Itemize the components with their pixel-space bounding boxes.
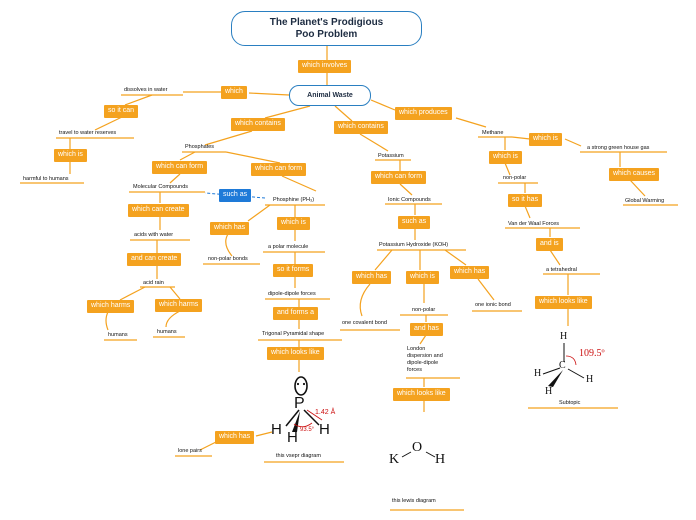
node-acids-with-water[interactable]: acids with water	[134, 232, 174, 238]
link-which-has-nonpolar[interactable]: which has	[210, 222, 250, 235]
node-non-polar-bonds[interactable]: non-polar bonds	[208, 256, 248, 262]
ch4-h-atom-bottom: H	[545, 386, 553, 397]
node-humans-2[interactable]: humans	[157, 329, 177, 335]
link-and-can-create[interactable]: and can create	[127, 253, 182, 266]
ph3-p-atom: P	[294, 395, 305, 412]
node-humans-1[interactable]: humans	[108, 332, 128, 338]
link-which-looks-like-tetrahedral[interactable]: which looks like	[535, 296, 592, 309]
node-a-polar-molecule[interactable]: a polar molecule	[268, 244, 309, 250]
node-this-lewis-diagram[interactable]: this lewis diagram	[392, 498, 436, 504]
node-lone-pairs[interactable]: lone pairs	[178, 448, 202, 454]
koh-k-atom: K	[389, 452, 400, 467]
link-which-looks-like-vsepr[interactable]: which looks like	[267, 347, 324, 360]
koh-h-atom: H	[435, 452, 446, 467]
link-which[interactable]: which	[221, 86, 247, 99]
link-which-harms-2[interactable]: which harms	[155, 299, 203, 312]
link-and-has[interactable]: and has	[410, 323, 443, 336]
link-which-harms-1[interactable]: which harms	[87, 300, 135, 313]
link-such-as-blue[interactable]: such as	[219, 189, 252, 202]
node-a-tetrahedral[interactable]: a tetrahedral	[546, 267, 577, 273]
node-trigonal-pyramidal-shape[interactable]: Trigonal Pyramidal shape	[262, 331, 325, 337]
ph3-vsepr-drawing	[285, 376, 323, 432]
link-which-contains-phosphates[interactable]: which contains	[231, 118, 285, 131]
link-which-causes[interactable]: which causes	[609, 168, 660, 181]
node-acid-rain[interactable]: acid rain	[143, 280, 164, 286]
link-which-can-create[interactable]: which can create	[128, 204, 189, 217]
link-so-it-can[interactable]: so it can	[104, 105, 139, 118]
link-which-is-nonpolar-koh[interactable]: which is	[406, 271, 439, 284]
central-topic[interactable]: Animal Waste	[289, 85, 371, 106]
link-which-is-harmful[interactable]: which is	[54, 149, 87, 162]
ph3-h-atom-front: H	[287, 429, 298, 446]
node-london-dispersion[interactable]: London dispersion and dipole-dipole forc…	[407, 346, 443, 373]
ch4-h-atom-left: H	[534, 368, 542, 379]
ch4-c-atom: C	[559, 360, 566, 371]
ph3-bond-length: 1.42 Å	[315, 409, 336, 416]
node-global-warming[interactable]: Global Warming	[625, 198, 665, 204]
ph3-h-atom-left: H	[271, 421, 282, 438]
ch4-tetrahedral-drawing	[542, 343, 585, 387]
link-which-is-nonpolar-methane[interactable]: which is	[489, 151, 522, 164]
node-harmful-to-humans[interactable]: harmful to humans	[23, 176, 69, 182]
node-subtopic[interactable]: Subtopic	[559, 400, 581, 406]
node-ionic-compounds[interactable]: Ionic Compounds	[388, 197, 431, 203]
link-and-forms-a[interactable]: and forms a	[273, 307, 318, 320]
node-travel-to-water-reserves[interactable]: travel to water reserves	[59, 130, 117, 136]
link-and-is[interactable]: and is	[536, 238, 563, 251]
ph3-bond-angle: 93.5°	[300, 427, 315, 433]
link-so-it-forms[interactable]: so it forms	[273, 264, 314, 277]
link-which-can-form-ionic[interactable]: which can form	[371, 171, 427, 184]
link-which-has-lone-pairs[interactable]: which has	[215, 431, 255, 444]
link-which-is-polar[interactable]: which is	[277, 217, 310, 230]
node-green-house-gas[interactable]: a strong green house gas	[587, 145, 650, 151]
link-which-can-form-molecular[interactable]: which can form	[152, 161, 208, 174]
link-which-contains-potassium[interactable]: which contains	[334, 121, 388, 134]
link-which-has-covalent[interactable]: which has	[352, 271, 392, 284]
node-van-der-waal-forces[interactable]: Van der Waal Forces	[508, 221, 560, 227]
link-which-involves[interactable]: which involves	[298, 60, 352, 73]
node-non-polar-koh[interactable]: non-polar	[412, 307, 436, 313]
ch4-bond-angle: 109.5º	[579, 348, 605, 359]
node-this-vsepr-diagram[interactable]: this vsepr diagram	[276, 453, 321, 459]
map-title: The Planet's Prodigious Poo Problem	[231, 11, 422, 46]
link-which-can-form-phosphine[interactable]: which can form	[251, 163, 307, 176]
node-one-ionic-bond[interactable]: one ionic bond	[475, 302, 511, 308]
link-which-is-greenhouse[interactable]: which is	[529, 133, 562, 146]
link-which-looks-like-lewis[interactable]: which looks like	[393, 388, 450, 401]
node-dissolves-in-water[interactable]: dissolves in water	[124, 87, 168, 93]
node-one-covalent-bond[interactable]: one covalent bond	[342, 320, 387, 326]
link-so-it-has[interactable]: so it has	[508, 194, 543, 207]
link-such-as-koh[interactable]: such as	[398, 216, 431, 229]
node-non-polar-methane[interactable]: non-polar	[503, 175, 527, 181]
node-methane[interactable]: Methane	[482, 130, 504, 136]
koh-o-atom: O	[412, 440, 423, 455]
node-potassium[interactable]: Potassium	[378, 153, 404, 159]
node-potassium-hydroxide[interactable]: Potassium Hydroxide (KOH)	[379, 242, 449, 248]
link-which-produces[interactable]: which produces	[395, 107, 452, 120]
ph3-h-atom-right: H	[319, 421, 330, 438]
ch4-h-atom-top: H	[560, 331, 568, 342]
node-phosphates[interactable]: Phosphates	[185, 144, 215, 150]
link-which-has-ionic[interactable]: which has	[450, 266, 490, 279]
koh-lewis-drawing	[401, 451, 436, 458]
ch4-h-atom-right: H	[586, 374, 594, 385]
node-molecular-compounds[interactable]: Molecular Compounds	[133, 184, 189, 190]
node-phosphine[interactable]: Phosphine (PH₃)	[273, 197, 315, 203]
node-dipole-dipole-forces[interactable]: dipole-dipole forces	[268, 291, 316, 297]
